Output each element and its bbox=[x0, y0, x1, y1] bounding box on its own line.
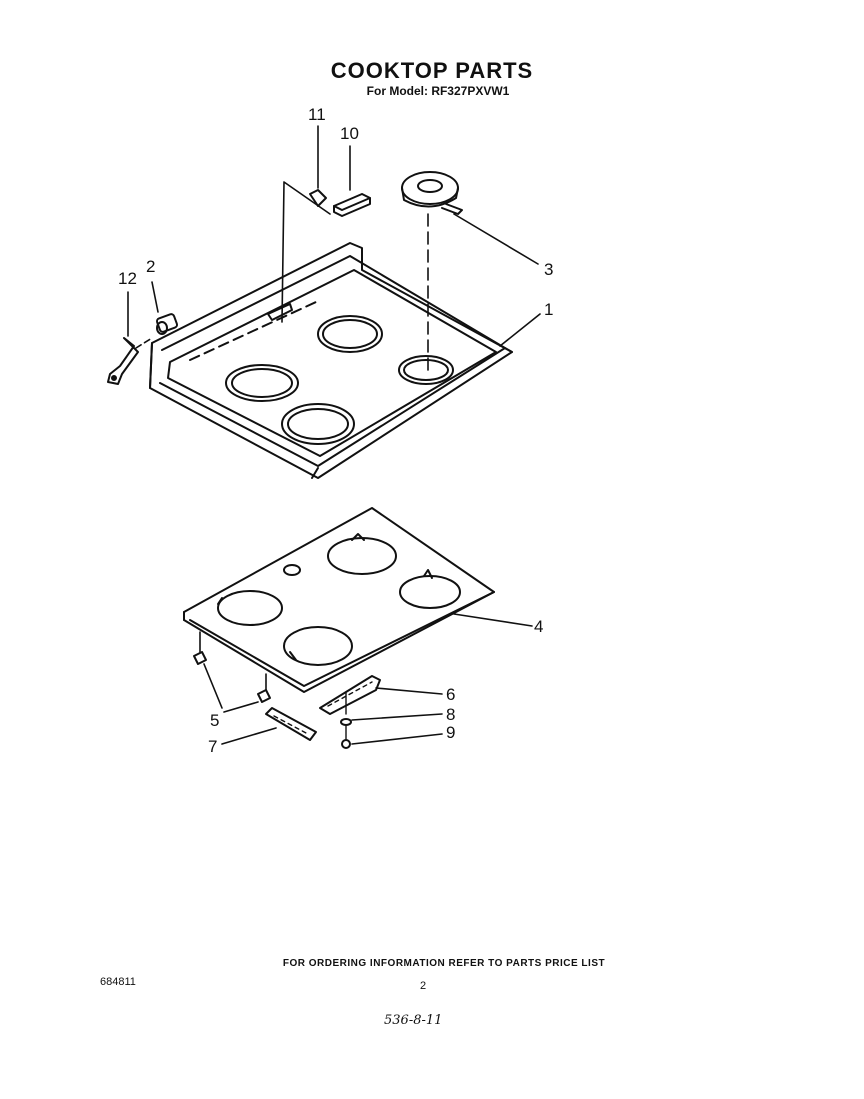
screws-part-5 bbox=[193, 631, 271, 713]
model-subtitle: For Model: RF327PXVW1 bbox=[366, 84, 510, 98]
callout-7: 7 bbox=[208, 737, 217, 756]
callout-6: 6 bbox=[446, 685, 455, 704]
page-number: 2 bbox=[420, 980, 427, 992]
bracket-part-10 bbox=[333, 145, 371, 217]
callout-12: 12 bbox=[118, 269, 137, 288]
clip-part-11 bbox=[309, 125, 327, 207]
page-title: COOKTOP PARTS bbox=[330, 58, 534, 83]
cooktop-frame bbox=[149, 242, 513, 479]
burner-opening-right bbox=[398, 355, 454, 385]
callout-9: 9 bbox=[446, 723, 455, 742]
callout-8: 8 bbox=[446, 705, 455, 724]
doc-number: 684811 bbox=[100, 976, 136, 988]
nut-part-9 bbox=[341, 725, 443, 749]
callout-11: 11 bbox=[308, 105, 326, 124]
callout-1: 1 bbox=[544, 300, 553, 319]
bracket-part-7 bbox=[221, 707, 317, 745]
callout-2: 2 bbox=[146, 257, 155, 276]
callout-3: 3 bbox=[544, 260, 553, 279]
burner-box-part-4 bbox=[183, 507, 533, 693]
callout-5: 5 bbox=[210, 711, 219, 730]
callout-4: 4 bbox=[534, 617, 543, 636]
burner-opening-rear-left bbox=[317, 315, 383, 353]
terminal-part-12 bbox=[107, 291, 153, 385]
handwritten-code: 536-8-11 bbox=[384, 1013, 443, 1028]
callout-10: 10 bbox=[340, 124, 359, 143]
clip-part-2 bbox=[151, 281, 179, 335]
washer-part-8 bbox=[340, 713, 443, 726]
ordering-note: FOR ORDERING INFORMATION REFER TO PARTS … bbox=[282, 958, 606, 969]
burner-opening-front-left bbox=[225, 364, 299, 402]
burner-opening-front-center bbox=[281, 403, 355, 445]
burner-cap-part-3 bbox=[401, 171, 539, 373]
bracket-part-6 bbox=[319, 675, 443, 715]
